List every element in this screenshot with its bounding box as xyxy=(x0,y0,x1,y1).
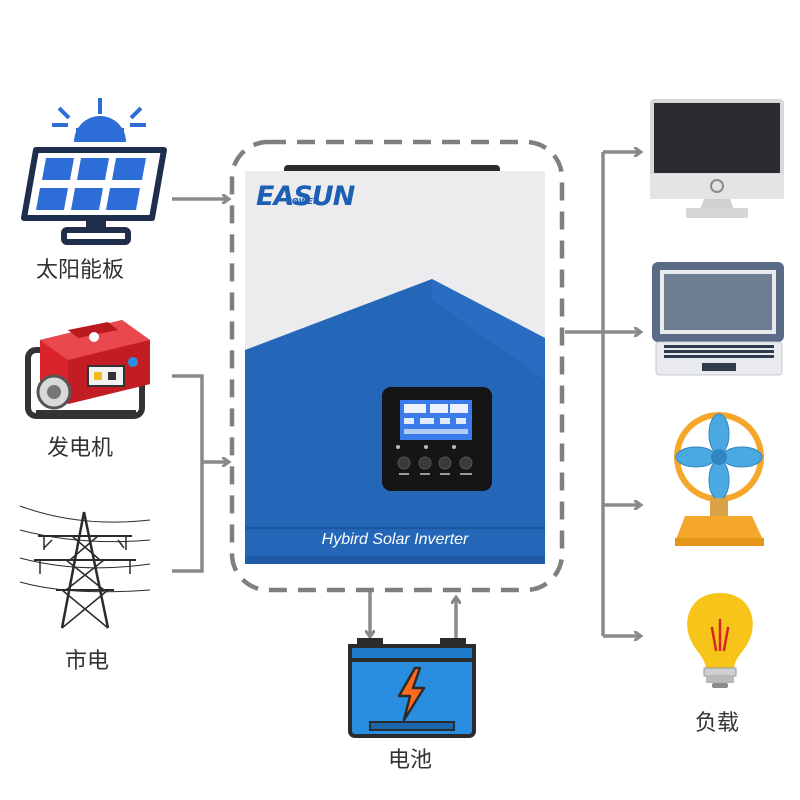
generator-arrow-line xyxy=(172,374,204,573)
fan-icon xyxy=(674,412,764,546)
brand-sublabel: POWER xyxy=(286,197,320,206)
input-arrows xyxy=(172,199,228,573)
generator-label: 发电机 xyxy=(47,436,113,461)
light-bulb-icon xyxy=(687,593,753,688)
power-tower-icon xyxy=(19,505,151,629)
battery-arrows xyxy=(370,592,456,640)
up-button xyxy=(418,456,432,470)
grid-label: 市电 xyxy=(65,649,109,674)
inverter-unit xyxy=(245,165,545,564)
inverter-model-label: Hybird Solar Inverter xyxy=(321,531,469,548)
brand-logo: EASUN xyxy=(256,181,355,212)
system-boundary xyxy=(229,139,565,593)
solar-label: 太阳能板 xyxy=(36,258,124,283)
battery-label: 电池 xyxy=(388,748,432,773)
enter-button xyxy=(459,456,473,470)
generator-icon xyxy=(25,320,150,419)
monitor-icon xyxy=(650,99,784,218)
load-label: 负载 xyxy=(695,711,739,736)
control-buttons xyxy=(397,456,473,470)
esc-button xyxy=(397,456,411,470)
down-button xyxy=(438,456,452,470)
output-arrows xyxy=(565,152,640,636)
battery-icon xyxy=(348,638,476,738)
solar-panel-icon xyxy=(21,98,167,245)
laptop-icon xyxy=(652,262,784,376)
